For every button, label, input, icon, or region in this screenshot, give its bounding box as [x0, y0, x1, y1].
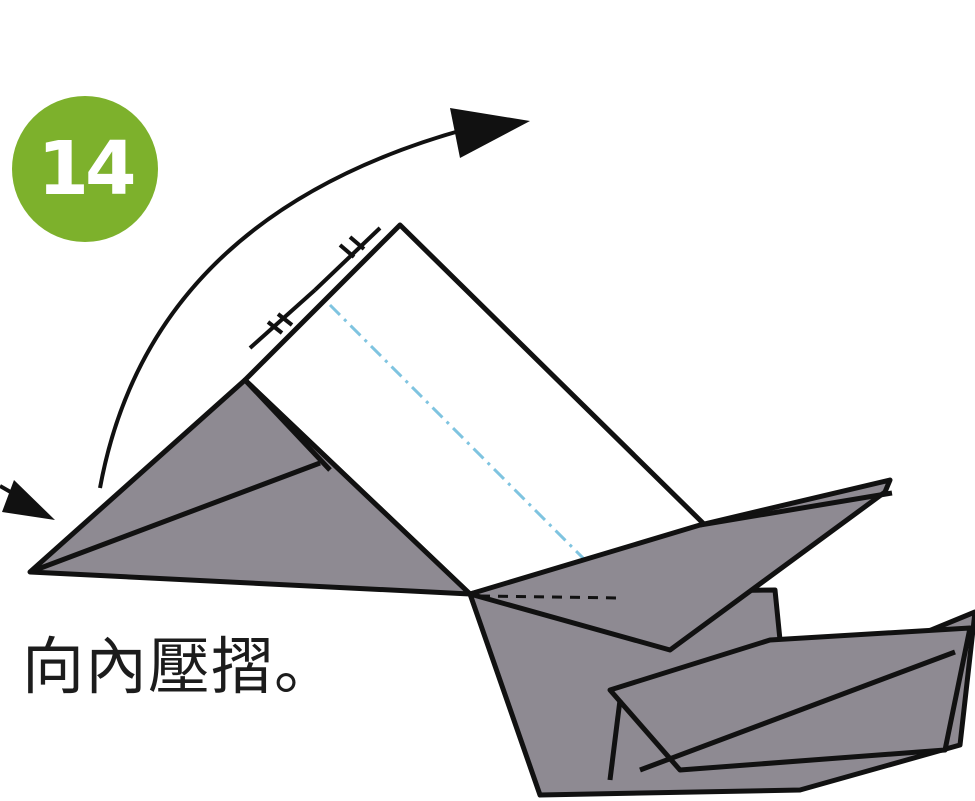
equal-length-mark-icon: [248, 226, 382, 350]
lower-crease-2: [607, 699, 623, 781]
left-triangle-piece: [27, 377, 473, 597]
step-number: 14: [37, 126, 137, 212]
right-wing-piece: [467, 477, 893, 653]
fold-guide-line: [328, 303, 617, 592]
right-wing: [467, 477, 893, 653]
hidden-fold-line: [479, 594, 621, 600]
left-inner-edge: [243, 378, 332, 472]
left-crease: [29, 460, 321, 575]
lower-body-fold: [607, 625, 973, 773]
instruction-text: 向內壓摺。: [22, 630, 338, 703]
lower-crease-1: [639, 649, 956, 773]
lower-body-piece: [467, 587, 975, 798]
push-in-arrow-icon: [0, 480, 55, 520]
step-badge: [12, 96, 158, 242]
right-wing-crease: [699, 490, 893, 528]
curved-arrow-icon: [98, 108, 530, 489]
